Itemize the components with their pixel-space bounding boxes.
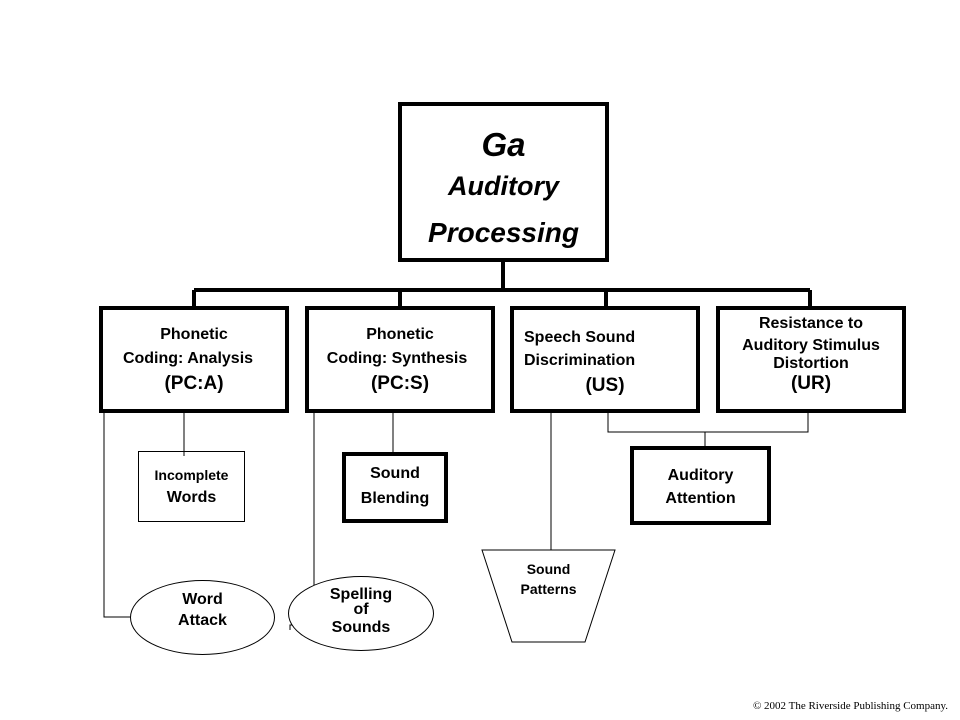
ability-pca-line1: Phonetic	[160, 326, 228, 343]
sound-patterns-line2: Patterns	[520, 581, 577, 597]
ability-ur-code: (UR)	[790, 373, 832, 394]
ability-pcs-line1: Phonetic	[366, 326, 434, 343]
incomplete-words-line1: Incomplete	[154, 467, 229, 483]
root-line2: Processing	[428, 217, 579, 248]
ability-pca-code: (PC:A)	[164, 373, 224, 394]
link-us-ur-auditory-attention	[607, 412, 809, 433]
test-word-attack: Word Attack	[130, 580, 275, 655]
sound-blending-line2: Blending	[360, 490, 430, 507]
sound-blending-line1: Sound	[370, 465, 420, 482]
spelling-of-sounds-line3: Sounds	[331, 619, 391, 636]
incomplete-words-line2: Words	[166, 489, 217, 506]
ability-us-box: Speech Sound Discrimination (US)	[510, 306, 700, 413]
word-attack-line1: Word	[182, 591, 223, 608]
word-attack-line2: Attack	[178, 612, 227, 629]
ability-us-line2: Discrimination	[524, 352, 636, 369]
ability-pcs-code: (PC:S)	[370, 373, 430, 394]
sound-patterns-shape	[481, 549, 616, 643]
root-line1: Auditory	[448, 171, 559, 201]
ability-ur-line1: Resistance to	[758, 315, 864, 332]
auditory-attention-line1: Auditory	[667, 467, 734, 484]
test-incomplete-words: Incomplete Words	[138, 451, 245, 522]
sound-patterns-line1: Sound	[526, 561, 571, 577]
ability-ur-box: Resistance to Auditory Stimulus Distorti…	[716, 306, 906, 413]
ability-ur-line2: Auditory Stimulus	[742, 337, 880, 354]
spelling-of-sounds-line2: of	[353, 601, 369, 618]
ability-ur-line3: Distortion	[773, 355, 849, 372]
ability-us-line1: Speech Sound	[524, 329, 636, 346]
ability-pca-line2: Coding: Analysis	[122, 350, 254, 367]
spelling-of-sounds-line1: Spelling	[329, 586, 393, 603]
test-spelling-of-sounds: Spelling of Sounds	[288, 576, 434, 651]
ability-pcs-line2: Coding: Synthesis	[326, 350, 468, 367]
test-auditory-attention: Auditory Attention	[630, 446, 771, 525]
link-pca-word-attack	[103, 412, 131, 618]
ability-us-code: (US)	[585, 375, 625, 396]
root-node-ga: Ga Auditory Processing	[398, 102, 609, 262]
test-sound-blending: Sound Blending	[342, 452, 448, 523]
ability-pcs-box: Phonetic Coding: Synthesis (PC:S)	[305, 306, 495, 413]
ability-pca-box: Phonetic Coding: Analysis (PC:A)	[99, 306, 289, 413]
test-sound-patterns: Sound Patterns	[482, 558, 615, 642]
copyright-notice: © 2002 The Riverside Publishing Company.	[752, 700, 948, 712]
auditory-attention-line2: Attention	[665, 490, 736, 507]
root-abbr: Ga	[481, 126, 526, 163]
